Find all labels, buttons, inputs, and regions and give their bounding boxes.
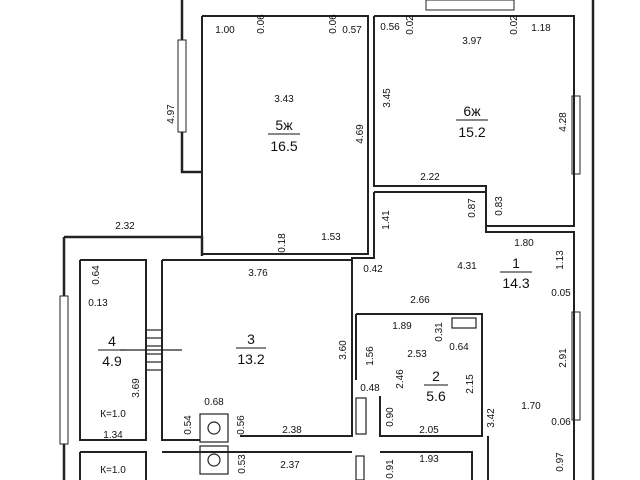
dim-label: 0.90 [385,407,396,427]
dim-label: 2.32 [115,221,135,232]
dim-label: 4.31 [457,261,477,272]
dim-label: 2.38 [282,425,302,436]
sink-fixture-2 [199,445,229,475]
dim-label: 0.91 [385,459,396,479]
dim-label: 0.05 [551,288,571,299]
dim-label: 2.05 [419,425,439,436]
dim-label: 0.53 [237,454,248,474]
dim-label: 4.28 [558,112,569,132]
room-4-area: 4.9 [102,353,122,369]
dim-label: 4.97 [166,104,177,124]
room-4-number: 4 [108,333,116,349]
room-fraction-lines [98,119,532,386]
room-2-area: 5.6 [426,388,446,404]
window-6 [425,0,515,11]
dim-label: 1.70 [521,401,541,412]
dim-label: 1.53 [321,232,341,243]
window-1-east [571,311,581,421]
room-2-number: 2 [432,368,440,384]
dim-label: 3.45 [382,88,393,108]
dim-label: 1.56 [365,346,376,366]
dim-label: 0.68 [204,397,224,408]
coefficient-label-1: К=1.0 [100,409,126,420]
dim-label: 1.80 [514,238,534,249]
coefficient-label-2: К=1.0 [100,465,126,476]
dim-label: 0.83 [494,196,505,216]
dim-label: 1.13 [555,250,566,270]
sink-bowl [207,421,221,435]
room-1-number: 1 [512,255,520,271]
dim-label: 0.06 [328,14,339,34]
dim-label: 2.66 [410,295,430,306]
dim-label: 0.42 [363,264,383,275]
room-1-area: 14.3 [502,275,529,291]
dim-label: 0.02 [509,15,520,35]
dim-label: 0.97 [555,452,566,472]
dim-label: 2.91 [558,348,569,368]
room-3-area: 13.2 [237,351,264,367]
dim-label: 3.42 [486,408,497,428]
room-labels: 5ж 16.5 6ж 15.2 1 14.3 3 13.2 2 5.6 4 4.… [100,103,530,476]
dim-label: 4.69 [355,124,366,144]
stair-lines [120,329,182,371]
dim-label: 0.64 [449,342,469,353]
room-3-number: 3 [247,331,255,347]
vent-box [451,317,477,329]
dim-label: 0.13 [88,298,108,309]
dim-label: 2.37 [280,460,300,471]
dim-label: 0.87 [467,198,478,218]
window-6-east [571,95,581,175]
room-6-number: 6ж [463,103,481,119]
dim-label: 0.54 [183,415,194,435]
dim-label: 0.06 [551,417,571,428]
interior-walls [79,15,575,480]
dim-label: 2.15 [465,374,476,394]
dim-label: 0.31 [434,322,445,342]
dim-label: 2.22 [420,172,440,183]
sink-fixture [199,413,229,443]
dim-label: 1.93 [419,454,439,465]
closet-recess [355,397,367,435]
dim-label: 3.97 [462,36,482,47]
dim-label: 0.48 [360,383,380,394]
fixtures [120,317,477,480]
dim-label: 3.69 [131,378,142,398]
windows [59,0,581,445]
dim-label: 0.56 [380,22,400,33]
window-4 [59,295,69,445]
room-5-number: 5ж [275,117,293,133]
dim-label: 0.56 [236,415,247,435]
dimension-labels: 1.00 0.57 0.56 3.97 1.18 3.43 2.22 2.32 … [88,22,571,471]
dim-label: 1.89 [392,321,412,332]
dim-label: 1.00 [215,25,235,36]
vertical-dimension-labels: 0.06 0.06 0.02 0.02 4.97 4.69 3.45 4.28 … [91,14,569,479]
room-6-area: 15.2 [458,124,485,140]
dim-label: 1.18 [531,23,551,34]
dim-label: 3.76 [248,268,268,279]
closet-recess-2 [355,455,365,480]
dim-label: 3.60 [338,340,349,360]
sink-bowl-2 [207,453,221,467]
dim-label: 0.64 [91,265,102,285]
dim-label: 3.43 [274,94,294,105]
dim-label: 0.02 [405,15,416,35]
dim-label: 0.57 [342,25,362,36]
dim-label: 1.41 [381,210,392,230]
dim-label: 0.18 [277,233,288,253]
dim-label: 2.53 [407,349,427,360]
room-5-area: 16.5 [270,138,297,154]
dim-label: 1.34 [103,430,123,441]
dim-label: 0.06 [256,14,267,34]
window-5 [177,39,187,133]
dim-label: 2.46 [395,369,406,389]
